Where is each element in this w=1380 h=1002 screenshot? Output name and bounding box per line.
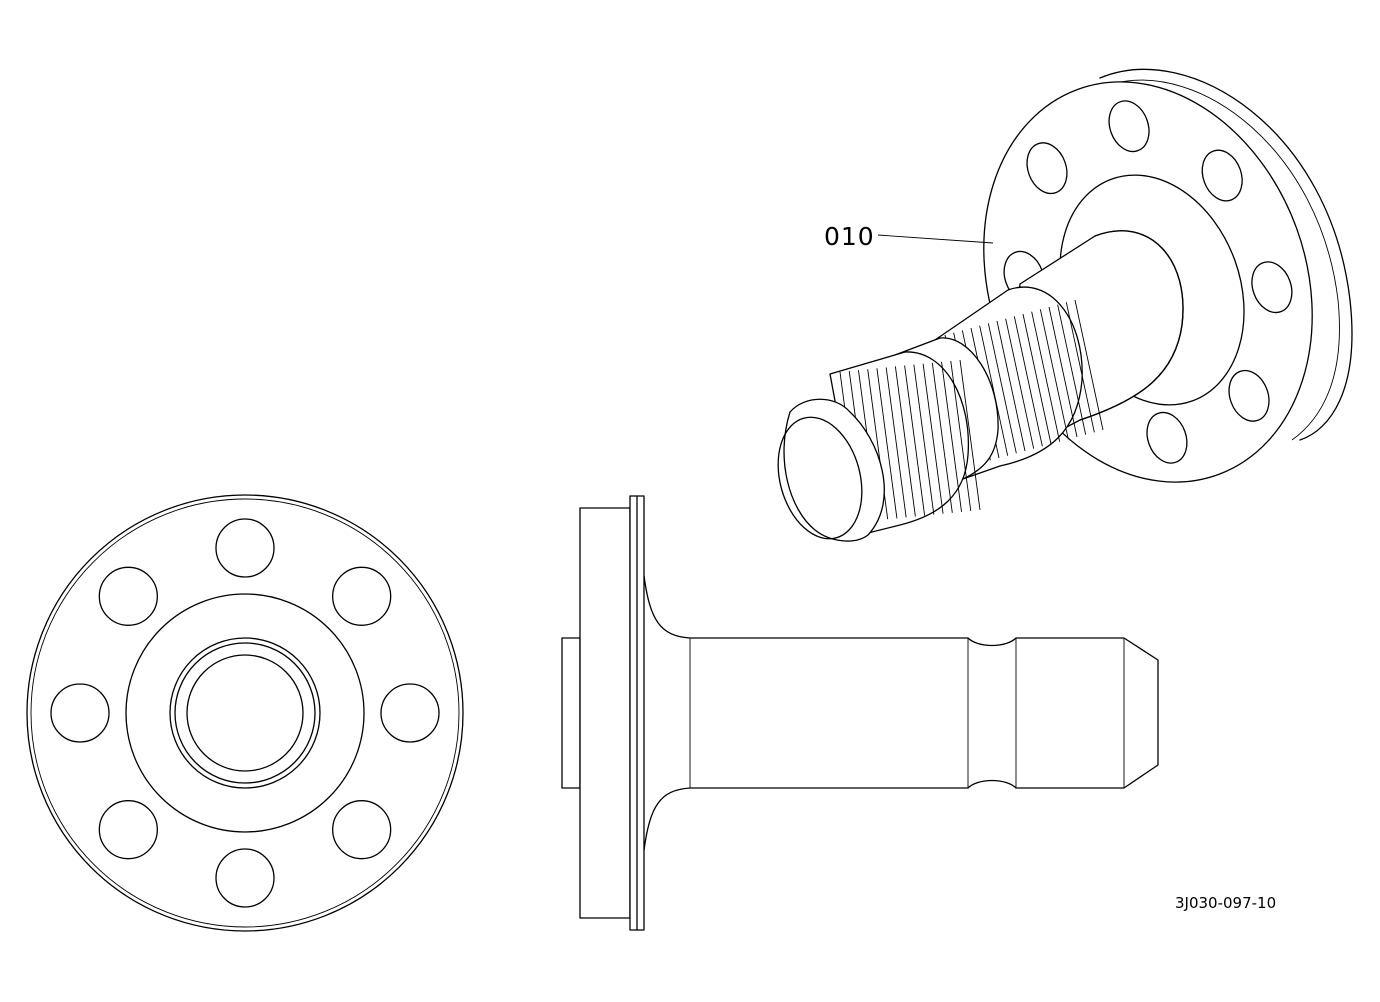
shaft-side-view — [561, 495, 1159, 931]
bolt-hole — [380, 683, 440, 743]
spline-line — [959, 359, 981, 511]
bolt-hole — [98, 566, 158, 626]
spline-line — [885, 367, 907, 518]
spline-line — [1048, 306, 1078, 438]
spline-line — [1074, 299, 1104, 431]
bolt-hole-set — [50, 518, 440, 908]
spline-line — [1005, 318, 1035, 449]
bolt-hole — [1026, 142, 1068, 195]
callout-label: 010 — [824, 222, 875, 251]
bolt-hole — [332, 800, 392, 860]
spline-line — [1065, 302, 1095, 433]
bolt-hole — [215, 518, 275, 578]
spline-line — [987, 323, 1017, 454]
bolt-hole — [1146, 411, 1188, 464]
spline-line — [1057, 304, 1087, 435]
bolt-hole — [1201, 149, 1243, 202]
spline-line — [931, 362, 953, 513]
spline-line — [922, 363, 944, 514]
bolt-hole — [1228, 369, 1270, 422]
spline-line — [941, 361, 962, 512]
spline-line — [1013, 316, 1043, 447]
drawing-code: 3J030-097-10 — [1175, 894, 1276, 912]
spline-line — [950, 360, 972, 511]
spline-line — [904, 365, 926, 516]
shaft-isometric-view — [777, 68, 1353, 542]
flange-front-view — [26, 494, 464, 932]
spline-line — [1039, 309, 1069, 440]
bolt-hole — [98, 800, 158, 860]
callout-010: 010 — [824, 222, 994, 251]
spline-line — [1022, 313, 1052, 445]
spline-line — [876, 368, 898, 519]
spline-line — [1031, 311, 1061, 442]
bolt-hole — [215, 848, 275, 908]
spline-line — [913, 364, 935, 515]
bolt-hole — [1108, 100, 1150, 153]
bolt-hole — [332, 566, 392, 626]
spline-line — [996, 320, 1026, 452]
bolt-hole — [1251, 261, 1293, 314]
bolt-hole — [50, 683, 110, 743]
spline-line — [894, 366, 916, 517]
